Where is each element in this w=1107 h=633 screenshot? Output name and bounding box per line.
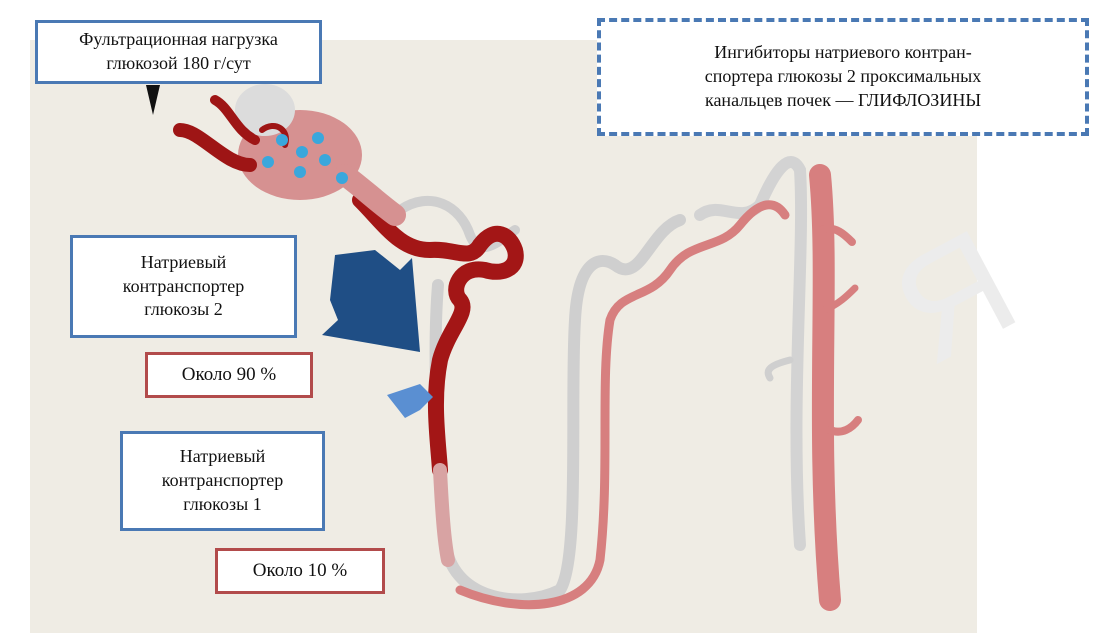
glucose-dot [262, 156, 274, 168]
glucose-dot [336, 172, 348, 184]
duct-branch-3 [830, 420, 858, 432]
proximal-tubule-fade [440, 470, 448, 560]
glucose-dot [319, 154, 331, 166]
large-down-right-arrow-icon [322, 250, 420, 352]
down-pointer-triangle-icon [146, 85, 160, 115]
glucose-dot [276, 134, 288, 146]
collecting-duct [820, 175, 830, 600]
grey-duct-side [768, 360, 790, 378]
about-10-label: Около 10 % [215, 548, 385, 594]
about-90-label: Около 90 % [145, 352, 313, 398]
capsule-neck [345, 175, 395, 215]
glucose-dot [312, 132, 324, 144]
glucose-dot [296, 146, 308, 158]
sglt2-label: Натриевый контранспортер глюкозы 2 [70, 235, 297, 338]
filtration-load-label: Фультрационная нагрузка глюкозой 180 г/с… [35, 20, 322, 84]
glucose-dot [294, 166, 306, 178]
small-right-arrow-icon [387, 384, 433, 418]
inhibitors-label: Ингибиторы натриевого контран- спортера … [597, 18, 1089, 136]
sglt1-label: Натриевый контранспортер глюкозы 1 [120, 431, 325, 531]
